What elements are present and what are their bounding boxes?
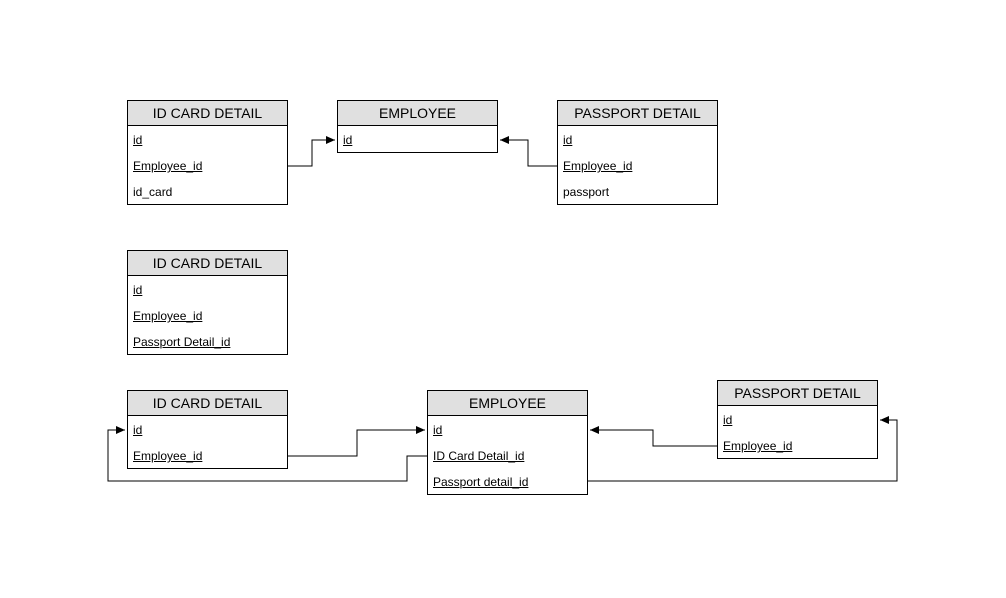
field-id-card-detail-id: ID Card Detail_id bbox=[433, 449, 525, 463]
entity-title: EMPLOYEE bbox=[338, 101, 497, 126]
field-id: id bbox=[133, 423, 143, 437]
field-employee-id: Employee_id bbox=[723, 439, 793, 453]
field-id: id bbox=[563, 133, 573, 147]
field-id: id bbox=[723, 413, 733, 427]
entity-id-card-detail-1[interactable]: ID CARD DETAIL id Employee_id id_card bbox=[127, 100, 288, 205]
entity-title: PASSPORT DETAIL bbox=[718, 381, 877, 406]
relation-id-card-to-employee-bottom bbox=[288, 426, 425, 457]
entity-title: ID CARD DETAIL bbox=[128, 391, 287, 416]
field-id-card: id_card bbox=[133, 185, 173, 199]
field-id: id bbox=[133, 133, 143, 147]
field-passport-detail-id: Passport detail_id bbox=[433, 475, 529, 489]
field-id: id bbox=[343, 133, 353, 147]
field-employee-id: Employee_id bbox=[563, 159, 633, 173]
field-id: id bbox=[433, 423, 443, 437]
entity-title: ID CARD DETAIL bbox=[128, 251, 287, 276]
relation-employee-to-passport-bottom bbox=[588, 416, 898, 482]
entity-title: ID CARD DETAIL bbox=[128, 101, 287, 126]
field-passport: passport bbox=[563, 185, 610, 199]
entity-passport-detail-2[interactable]: PASSPORT DETAIL id Employee_id bbox=[717, 380, 878, 459]
relation-employee-to-id-card-bottom bbox=[107, 426, 427, 482]
entity-title: EMPLOYEE bbox=[428, 391, 587, 416]
relation-passport-to-employee-top bbox=[500, 136, 557, 167]
entity-employee-1[interactable]: EMPLOYEE id bbox=[337, 100, 498, 153]
entity-id-card-detail-3[interactable]: ID CARD DETAIL id Employee_id bbox=[127, 390, 288, 469]
field-passport-detail-id: Passport Detail_id bbox=[133, 335, 231, 349]
relation-passport-to-employee-bottom bbox=[590, 426, 717, 447]
entity-title: PASSPORT DETAIL bbox=[558, 101, 717, 126]
relation-id-card-to-employee-top bbox=[288, 136, 335, 167]
entity-employee-2[interactable]: EMPLOYEE id ID Card Detail_id Passport d… bbox=[427, 390, 588, 495]
field-employee-id: Employee_id bbox=[133, 309, 203, 323]
entity-id-card-detail-2[interactable]: ID CARD DETAIL id Employee_id Passport D… bbox=[127, 250, 288, 355]
entity-passport-detail-1[interactable]: PASSPORT DETAIL id Employee_id passport bbox=[557, 100, 718, 205]
field-id: id bbox=[133, 283, 143, 297]
field-employee-id: Employee_id bbox=[133, 449, 203, 463]
field-employee-id: Employee_id bbox=[133, 159, 203, 173]
